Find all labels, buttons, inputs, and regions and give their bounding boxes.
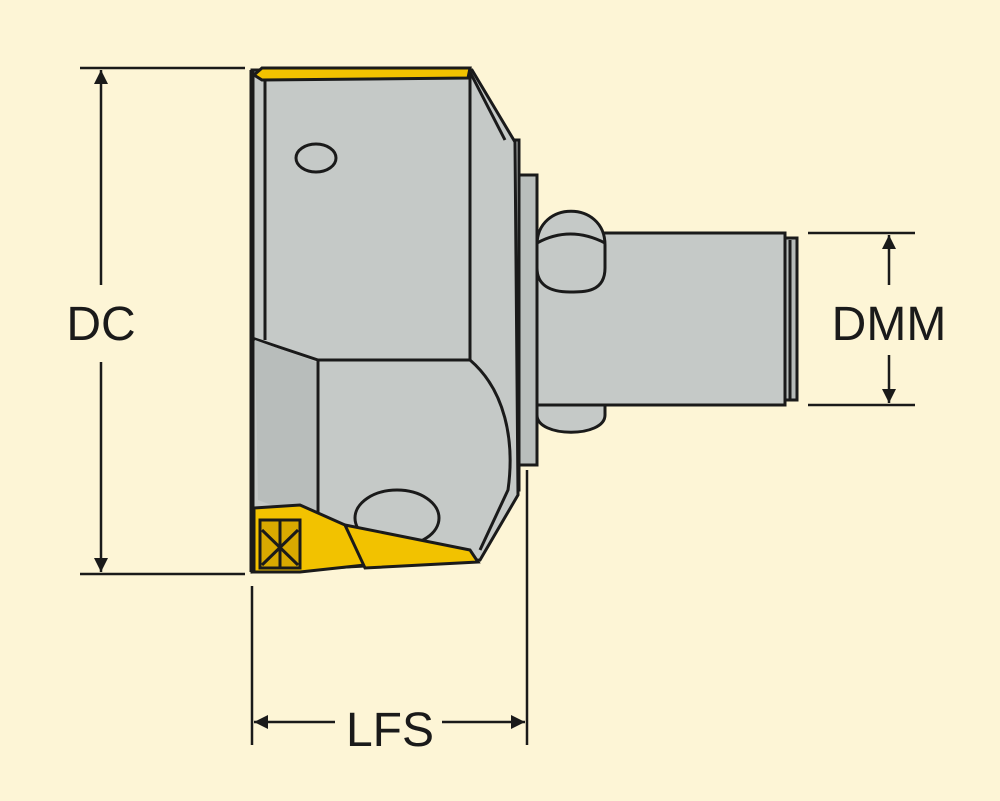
dmm-label: DMM: [832, 298, 947, 351]
lfs-dimension: [250, 470, 529, 745]
dc-label: DC: [66, 298, 135, 351]
screw-hole-top: [294, 142, 338, 174]
cutter-body: [250, 68, 520, 574]
insert-bottom: [252, 503, 481, 574]
insert-top: [251, 66, 472, 82]
lfs-label: LFS: [346, 704, 434, 757]
shank: [528, 209, 799, 434]
dc-dimension: [80, 66, 245, 576]
dmm-dimension: [808, 231, 915, 407]
